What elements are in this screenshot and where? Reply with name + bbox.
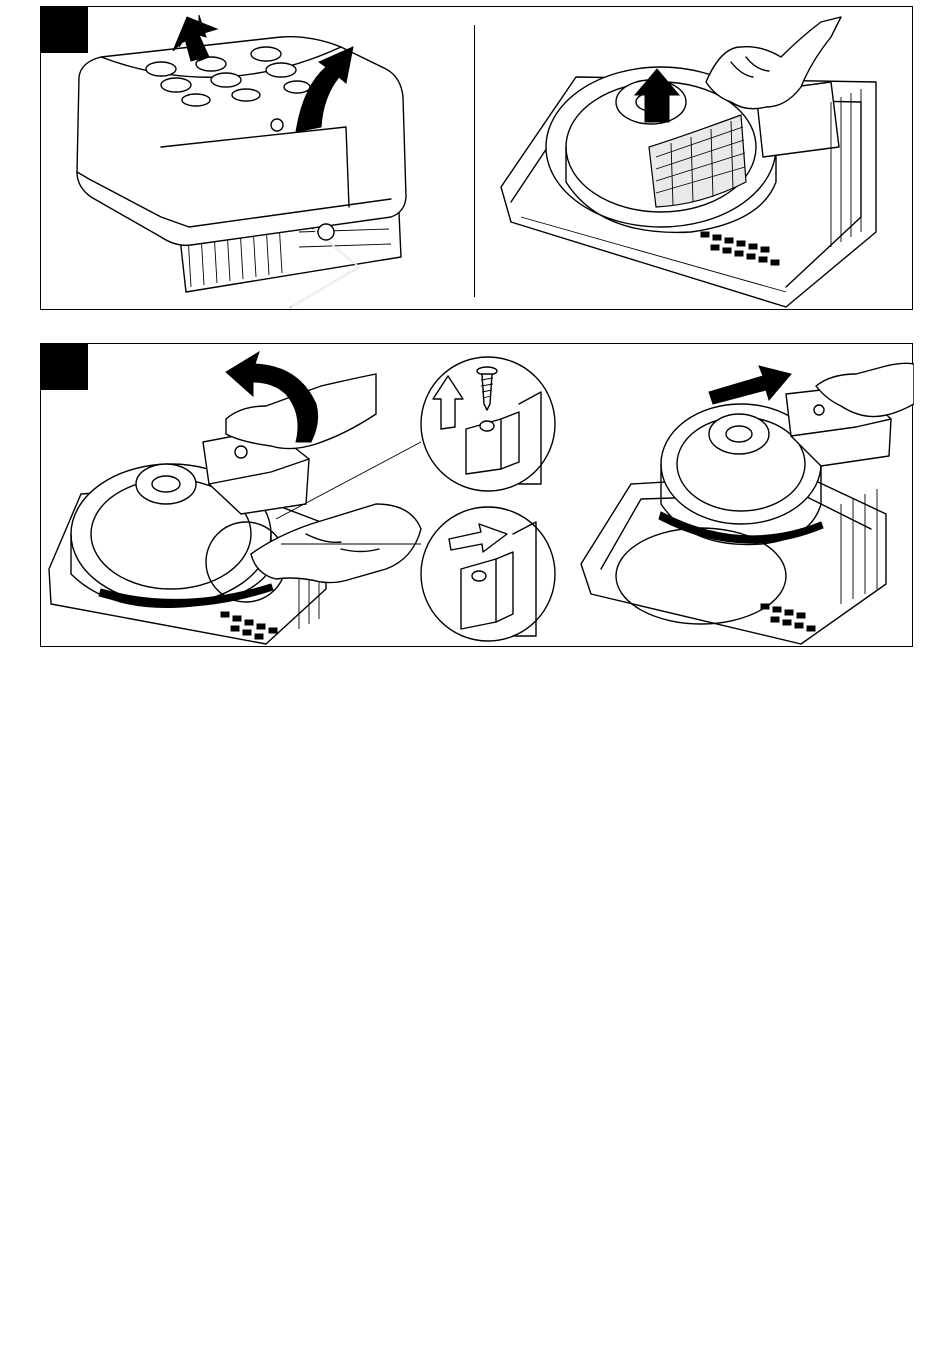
screw-detail-figure (421, 357, 555, 491)
appliance-cover-figure (77, 15, 406, 307)
slide-detail-figure (421, 507, 555, 641)
arrow-right-icon (709, 366, 791, 404)
fan-filter-figure (501, 17, 876, 307)
bottom-illustrations (41, 344, 914, 648)
tilt-control-box-figure (49, 352, 421, 644)
bottom-illustration-panel (40, 343, 913, 647)
top-illustrations (41, 7, 914, 311)
top-illustration-panel (40, 6, 913, 310)
slide-control-box-figure (581, 363, 914, 644)
